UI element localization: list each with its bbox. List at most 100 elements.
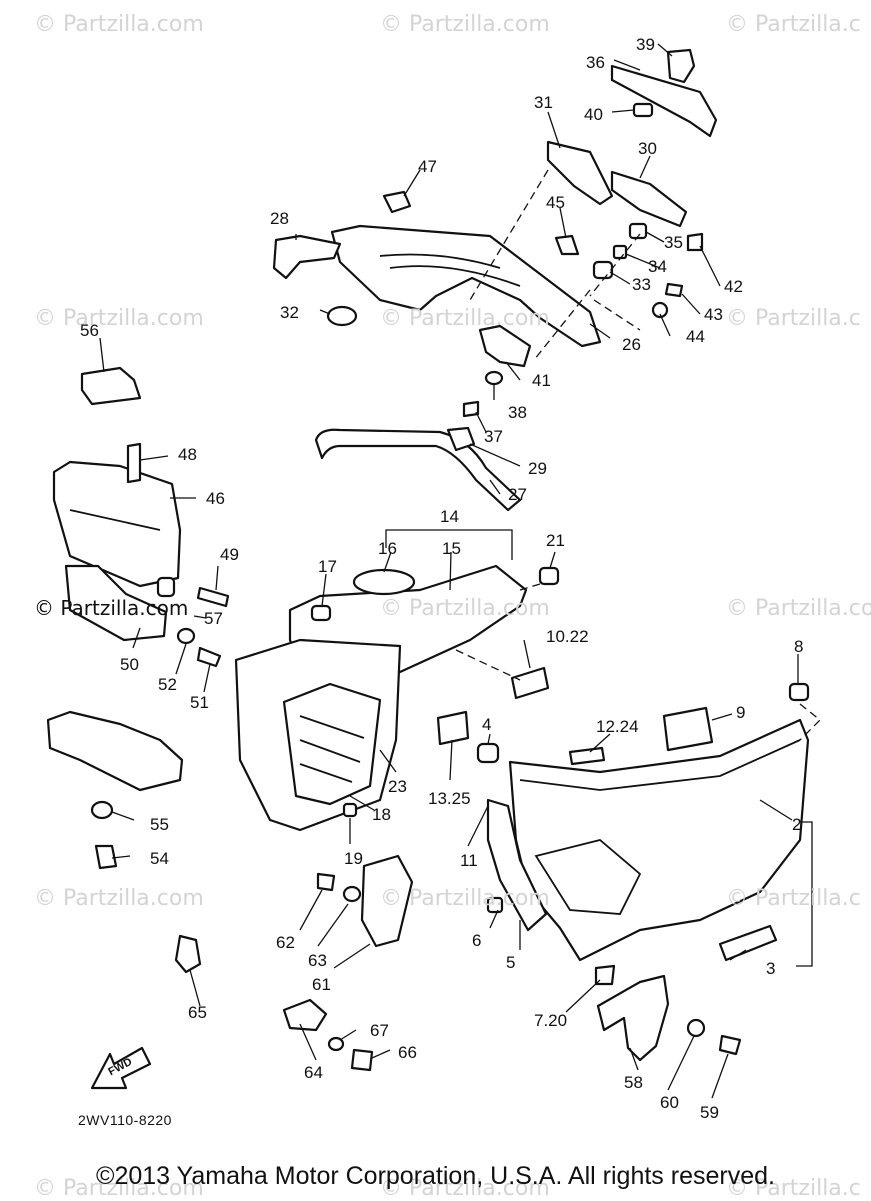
part-55-washer <box>90 800 114 820</box>
watermark: © Partzilla.c <box>726 1176 861 1201</box>
part-49-bolt <box>196 586 230 608</box>
callout-52: 52 <box>158 675 177 694</box>
watermark: © Partzilla.com <box>34 596 189 620</box>
part-61-plate <box>360 854 414 948</box>
callout-54: 54 <box>150 849 169 868</box>
part-36-bracket <box>610 64 718 138</box>
callout-15: 15 <box>442 539 461 558</box>
watermark: © Partzilla.com <box>34 306 204 331</box>
part-29-clamp <box>446 426 476 452</box>
part-45-stay <box>554 234 580 256</box>
callout-9: 9 <box>736 703 746 722</box>
callout-55: 55 <box>150 815 169 834</box>
part-28-handle <box>272 234 342 280</box>
callout-40: 40 <box>584 105 603 124</box>
callout-60: 60 <box>660 1093 679 1112</box>
callout-47: 47 <box>418 157 437 176</box>
callout-56: 56 <box>80 321 99 340</box>
part-51-bolt <box>196 646 222 668</box>
callout-14: 14 <box>440 507 459 526</box>
callout-32: 32 <box>280 303 299 322</box>
callout-67: 67 <box>370 1021 389 1040</box>
part-41-bracket <box>478 324 532 368</box>
part-67-washer <box>327 1036 345 1052</box>
part-46-battery-box <box>52 460 182 588</box>
callout-61: 61 <box>312 975 331 994</box>
part-54-bolt <box>94 844 118 870</box>
callout-33: 33 <box>632 275 651 294</box>
watermark: © Partzilla.c <box>726 306 861 331</box>
part-42-bolt <box>686 232 704 252</box>
callout-10-22: 10.22 <box>546 627 589 646</box>
callout-8: 8 <box>794 637 804 656</box>
part-44-washer <box>651 301 669 319</box>
part-19-bolt <box>342 802 358 818</box>
callout-39: 39 <box>636 35 655 54</box>
part-37-bolt <box>462 400 480 418</box>
part-6-bolt <box>486 896 504 914</box>
callout-41: 41 <box>532 371 551 390</box>
part-31-grab-rail <box>546 140 614 206</box>
part-35-bolt <box>628 222 648 240</box>
callout-23: 23 <box>388 777 407 796</box>
callout-34: 34 <box>648 257 667 276</box>
part-57-damper <box>156 576 176 598</box>
part-39-clip <box>666 48 696 84</box>
part-43-spring-washer <box>664 282 684 298</box>
callout-64: 64 <box>304 1063 323 1082</box>
part-33-damper <box>592 260 614 280</box>
callout-31: 31 <box>534 93 553 112</box>
diagram-code: 2WV110-8220 <box>78 1112 172 1128</box>
copyright-notice: ©2013 Yamaha Motor Corporation, U.S.A. A… <box>96 1162 775 1190</box>
part-64-clamp <box>282 998 328 1032</box>
watermark: © Partzilla.com <box>380 12 550 37</box>
part-30-grab-rail <box>610 170 688 228</box>
callout-11: 11 <box>460 851 478 870</box>
callout-19: 19 <box>344 849 363 868</box>
callout-12-24: 12.24 <box>596 717 639 736</box>
callout-36: 36 <box>586 53 605 72</box>
watermark: © Partzilla.com <box>380 596 550 621</box>
callout-7-20: 7.20 <box>534 1011 568 1030</box>
callout-35: 35 <box>664 233 683 252</box>
part-32-grommet <box>326 305 358 327</box>
part-40-damper <box>632 102 654 118</box>
callout-45: 45 <box>546 193 565 212</box>
callout-42: 42 <box>724 277 743 296</box>
callout-29: 29 <box>528 459 547 478</box>
part-65-clip <box>174 934 202 974</box>
callout-63: 63 <box>308 951 327 970</box>
callout-57: 57 <box>204 609 223 628</box>
part-52-washer <box>176 627 196 645</box>
part-63-washer <box>342 885 362 903</box>
part-4-grommet <box>476 742 500 764</box>
callout-13-25: 13.25 <box>428 789 471 808</box>
watermark: © Partzilla.com <box>34 1176 204 1201</box>
part-60-washer <box>686 1018 706 1038</box>
part-7-clip <box>594 964 616 986</box>
part-59-bolt <box>718 1034 742 1056</box>
callout-66: 66 <box>398 1043 417 1062</box>
callout-48: 48 <box>178 445 197 464</box>
watermark: © Partzilla.com <box>34 12 204 37</box>
watermark: © Partzilla.c <box>726 12 861 37</box>
part-27-rod <box>314 428 522 512</box>
part-9-emblem <box>662 706 714 752</box>
callout-27: 27 <box>508 485 527 504</box>
callout-5: 5 <box>506 953 516 972</box>
watermark: © Partzilla.com <box>380 886 550 911</box>
part-10-emblem <box>510 666 550 700</box>
callout-51: 51 <box>190 693 209 712</box>
part-34-spacer <box>612 244 628 260</box>
part-66-bolt <box>350 1048 374 1072</box>
part-17-grommet <box>310 604 332 622</box>
callout-2: 2 <box>792 815 802 834</box>
part-3-emblem <box>718 924 778 962</box>
part-50-bracket <box>64 564 168 642</box>
callout-43: 43 <box>704 305 723 324</box>
callout-44: 44 <box>686 327 705 346</box>
watermark: © Partzilla.com <box>380 1176 550 1201</box>
watermark: © Partzilla.com <box>726 596 871 621</box>
callout-30: 30 <box>638 139 657 158</box>
